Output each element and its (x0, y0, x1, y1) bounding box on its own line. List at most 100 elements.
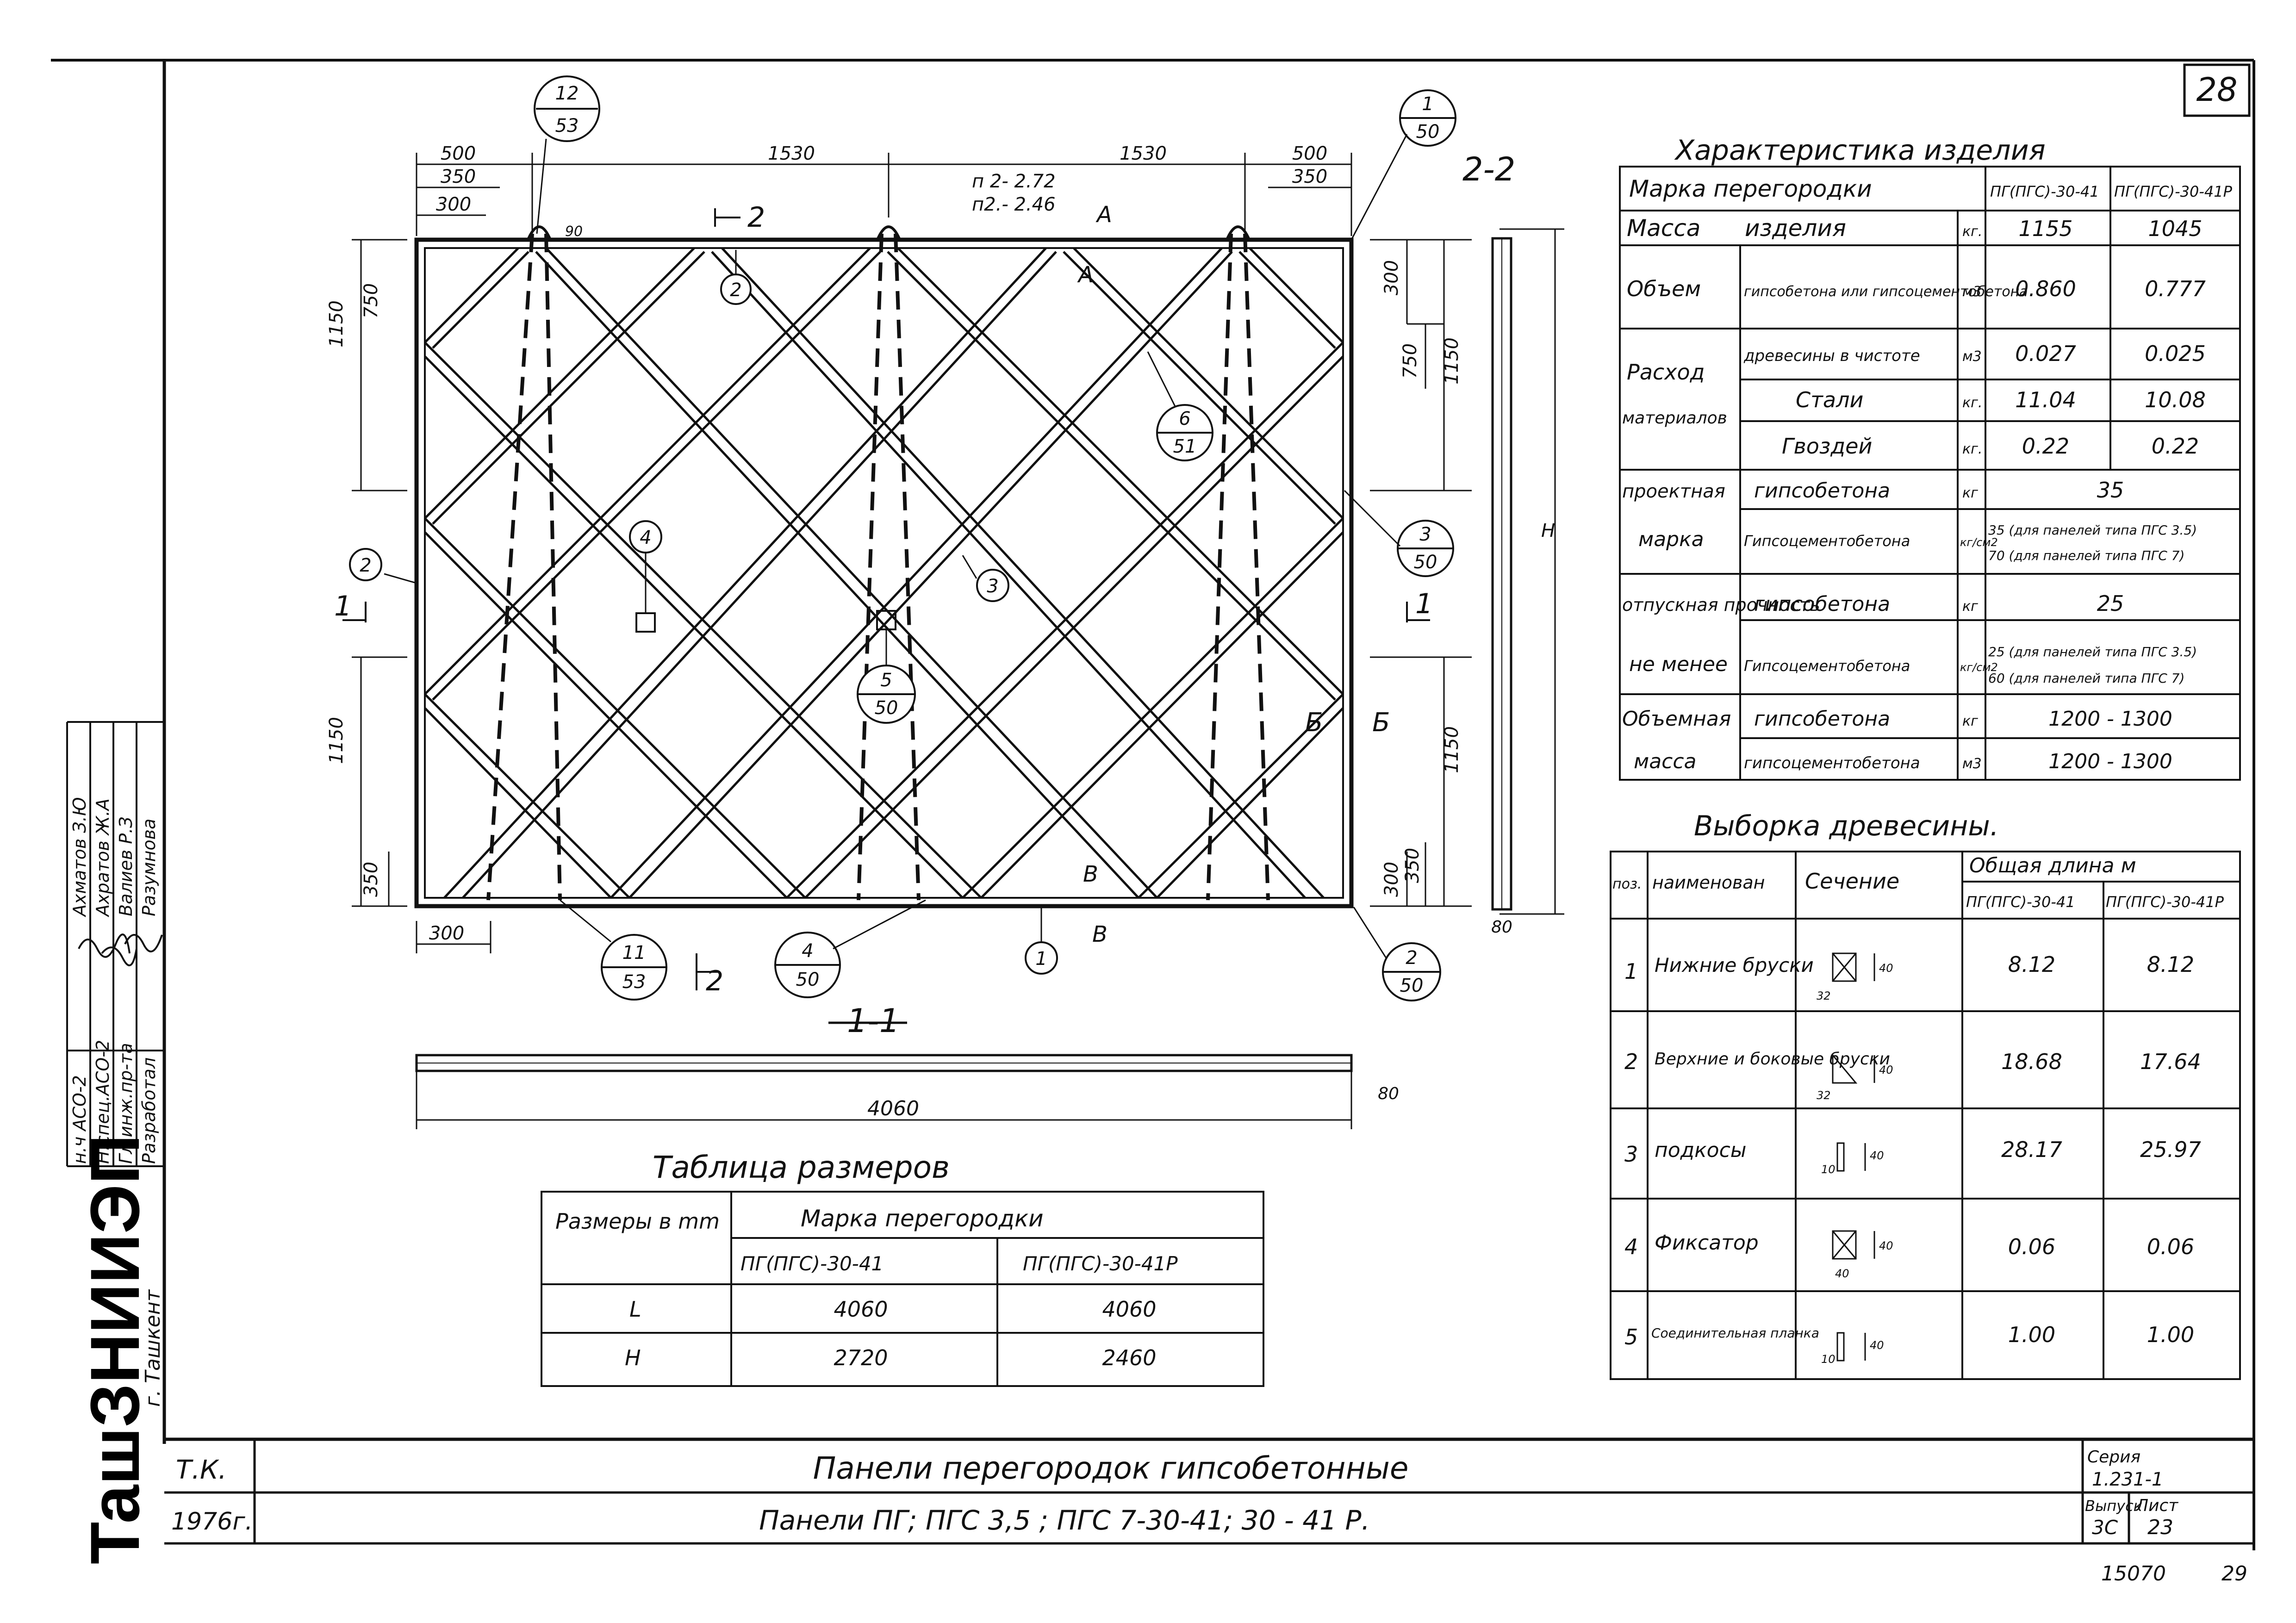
sheet-number: 28 (2196, 71, 2237, 109)
char-row-design2-b: Гипсоцементобетона (1744, 532, 1910, 550)
bubble-3-bottom: 50 (1414, 552, 1437, 573)
drawing-notes: п 2- 2.72 п2.- 2.46 А А Б Б В В 2 2 1 1 … (334, 150, 1515, 1040)
char-row-release-v1: 25 (2097, 591, 2124, 616)
char-row-density2-v1: 1200 - 1300 (2048, 750, 2172, 773)
mark-A-inner: А (1077, 262, 1094, 288)
char-row-design-a: проектная (1622, 481, 1725, 502)
wood-table-grid (1610, 851, 2241, 1380)
title-block-text: Т.К. 1976г. Панели перегородок гипсобето… (171, 1448, 2247, 1586)
wood-head-col1: ПГ(ПГС)-30-41 (1966, 893, 2075, 911)
mark-B-inner: Б (1305, 708, 1323, 738)
section-mark-2-bottom: 2 (706, 965, 723, 997)
dim-350-left: 350 (441, 166, 476, 187)
char-row-mass-b: изделия (1745, 215, 1846, 242)
wood-r4-pos: 4 (1624, 1234, 1638, 1259)
marker-2-top: 2 (730, 280, 741, 301)
mark-A-top: А (1095, 202, 1112, 228)
title-tk: Т.К. (176, 1455, 227, 1485)
note-pg246: п2.- 2.46 (972, 194, 1056, 215)
wood-r2-name: Верхние и боковые бруски (1655, 1050, 1890, 1069)
stamp-role-4: н.ч АСО-2 (69, 1075, 90, 1164)
wood-r2-s1: 32 (1817, 1089, 1831, 1102)
size-row-L-key: L (629, 1297, 641, 1322)
char-row-density2-a: масса (1634, 750, 1697, 773)
dimension-text: 500 1530 1530 500 350 350 300 90 300 406… (429, 143, 1555, 1120)
stamp-name-3: Ахратов Ж.А (93, 798, 113, 918)
dim-4060: 4060 (867, 1097, 919, 1120)
position-marker-text: 2 4 3 2 1 (360, 280, 1047, 970)
char-row-wood-v1: 0.027 (2015, 341, 2076, 366)
char-row-volume-unit: м3 (1962, 284, 1982, 300)
marker-4: 4 (640, 527, 651, 548)
panel-braces (424, 247, 1344, 899)
char-row-release2-v2: 60 (для панелей типа ПГС 7) (1988, 671, 2184, 686)
view-label-1-1: 1-1 (847, 1002, 900, 1040)
char-row-density-b: гипсобетона (1754, 707, 1890, 731)
dimension-lines (352, 153, 1564, 1129)
char-row-nails-v1: 0.22 (2022, 434, 2069, 459)
bubble-12-top: 12 (555, 83, 579, 104)
mark-B-outer: Б (1372, 708, 1390, 738)
wood-head-name: наименован (1652, 872, 1765, 893)
callout-leaders (384, 134, 1408, 960)
wood-r1-s2: 40 (1879, 962, 1893, 975)
wood-r1-s1: 32 (1817, 989, 1831, 1002)
lifting-rods (486, 233, 1270, 901)
wood-r3-name: подкосы (1655, 1138, 1747, 1162)
char-row-design2-unit: кг/см2 (1960, 536, 1998, 549)
char-row-mass-unit: кг. (1962, 224, 1982, 240)
mark-V-inner: В (1083, 861, 1098, 887)
callout-bubbles (534, 75, 1456, 1001)
dim-80-section: 80 (1491, 918, 1512, 937)
wood-r5-name: Соединительная планка (1651, 1325, 1819, 1341)
bubble-1-top: 1 (1422, 93, 1433, 115)
size-row-L-v1: 4060 (834, 1297, 888, 1322)
size-row-H-v2: 2460 (1102, 1345, 1156, 1370)
wood-r3-pos: 3 (1624, 1142, 1638, 1167)
wood-r3-v2: 25.97 (2140, 1137, 2201, 1162)
wood-head-col2: ПГ(ПГС)-30-41Р (2106, 893, 2224, 911)
mark-V-outer: В (1092, 921, 1108, 947)
char-row-design2-a: марка (1638, 528, 1704, 551)
dim-750-right: 750 (1400, 343, 1421, 379)
sheet-frame (51, 59, 2255, 1550)
char-table-title: Характеристика изделия (1674, 134, 2046, 167)
char-row-steel-v1: 11.04 (2015, 387, 2076, 412)
title-main: Панели перегородок гипсобетонные (813, 1450, 1409, 1486)
char-row-density-v1: 1200 - 1300 (2048, 707, 2172, 731)
archive-number: 15070 (2101, 1562, 2166, 1586)
page-footer-number: 29 (2221, 1562, 2247, 1586)
section-mark-2-top: 2 (747, 201, 765, 234)
side-stamp-grid (66, 721, 164, 1167)
dim-80-strip: 80 (1378, 1084, 1399, 1103)
title-block-grid (164, 1439, 2254, 1545)
wood-r2-s2: 40 (1879, 1063, 1893, 1076)
dim-90: 90 (565, 224, 583, 240)
stamp-role-1: Разработал (139, 1057, 159, 1164)
size-head-mark: Марка перегородки (801, 1205, 1044, 1232)
dim-1530-left: 1530 (768, 143, 815, 164)
wood-r1-pos: 1 (1624, 959, 1638, 984)
dim-350-left-bottom: 350 (361, 862, 382, 897)
bubble-12-bottom: 53 (555, 115, 579, 137)
wood-table-text: поз. наименован Сечение Общая длина м ПГ… (1612, 854, 2224, 1349)
char-table-grid (1619, 166, 2241, 781)
wood-r5-v1: 1.00 (2008, 1322, 2055, 1347)
bubble-2-top: 2 (1406, 947, 1417, 969)
dim-500-left: 500 (441, 143, 476, 164)
char-row-volume-v1: 0.860 (2015, 276, 2076, 301)
panel-elevation (414, 225, 1354, 908)
wood-r5-pos: 5 (1624, 1325, 1638, 1349)
char-row-wood-a: Расход (1627, 360, 1705, 385)
char-row-steel-a: материалов (1622, 409, 1727, 428)
dim-H: H (1541, 520, 1555, 541)
stamp-name-2: Валиев Р.З (116, 816, 136, 916)
wood-section-dims: 32 40 32 40 10 40 40 40 10 40 (1817, 962, 1893, 1366)
lifting-loops (526, 225, 1251, 242)
wood-r5-s1: 10 (1821, 1353, 1836, 1366)
bubble-6-bottom: 51 (1173, 436, 1197, 457)
wood-r4-v2: 0.06 (2147, 1234, 2194, 1259)
size-head-dims: Размеры в mm (555, 1209, 720, 1234)
char-head-col1: ПГ(ПГС)-30-41 (1990, 183, 2099, 200)
